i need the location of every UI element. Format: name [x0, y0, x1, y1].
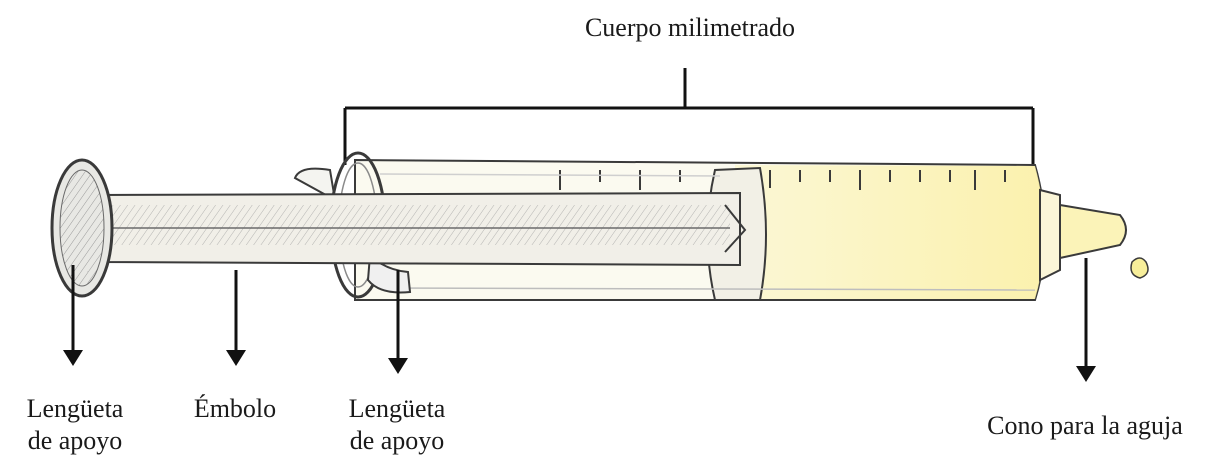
label-cuerpo-text: Cuerpo milimetrado: [584, 13, 796, 42]
plunger-rod: [94, 191, 747, 267]
arrow-cono: [1076, 258, 1096, 382]
thumb-pad: [50, 158, 114, 298]
label-lengueta-1-line2: de apoyo: [27, 426, 123, 455]
cuerpo-bracket: [343, 68, 1035, 170]
label-lengueta-2-line2: de apoyo: [349, 426, 445, 455]
label-lengueta-apoyo-1: Lengüeta de apoyo: [0, 393, 150, 457]
arrow-embolo: [226, 270, 246, 366]
label-lengueta-apoyo-2: Lengüeta de apoyo: [322, 393, 472, 457]
label-cono-aguja: Cono para la aguja: [950, 410, 1220, 442]
label-lengueta-2-line1: Lengüeta: [348, 394, 446, 423]
needle-cone: [1039, 188, 1149, 282]
arrow-lengueta-1: [63, 265, 83, 366]
label-embolo: Émbolo: [165, 393, 305, 425]
label-cono-text: Cono para la aguja: [987, 411, 1183, 440]
label-embolo-text: Émbolo: [193, 394, 277, 423]
arrow-lengueta-2: [388, 270, 408, 374]
label-cuerpo-milimetrado: Cuerpo milimetrado: [520, 12, 860, 44]
label-lengueta-1-line1: Lengüeta: [26, 394, 124, 423]
